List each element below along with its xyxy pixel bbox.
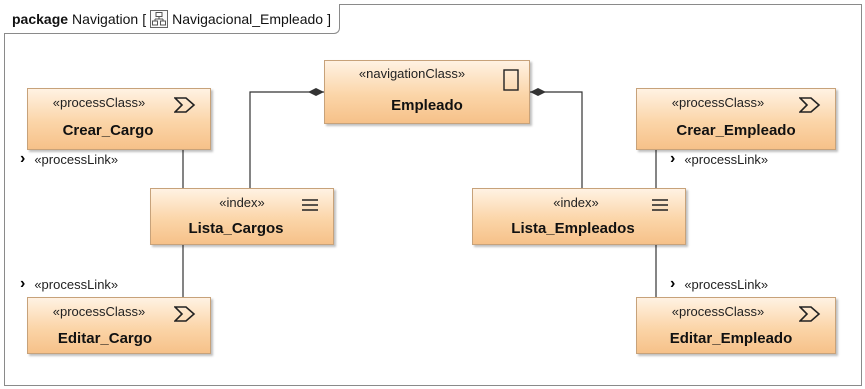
diagram-name: Navigacional_Empleado — [172, 10, 324, 27]
process-link-label: › «processLink» — [20, 275, 119, 292]
node-name: Lista_Empleados — [511, 220, 635, 237]
package-header: package Navigation [ Navigacional_Emplea… — [4, 4, 340, 34]
process-chevron-icon — [174, 97, 196, 113]
process-link-label: › «processLink» — [20, 150, 119, 167]
node-stereotype: «processClass» — [52, 304, 146, 319]
chevron-right-icon: › — [20, 275, 26, 292]
node-editar-empleado[interactable]: «processClass» Editar_Empleado — [636, 297, 836, 354]
node-crear-cargo[interactable]: «processClass» Crear_Cargo — [27, 88, 211, 150]
chevron-right-icon: › — [20, 150, 26, 167]
process-chevron-icon — [799, 306, 821, 322]
node-stereotype: «navigationClass» — [358, 66, 466, 81]
bracket-close: ] — [327, 10, 331, 27]
node-name: Editar_Empleado — [669, 330, 793, 347]
rectangle-icon — [503, 69, 519, 91]
chevron-right-icon: › — [670, 150, 676, 167]
package-name: Navigation — [72, 10, 139, 27]
process-chevron-icon — [799, 97, 821, 113]
index-list-icon — [652, 199, 668, 211]
node-stereotype: «index» — [219, 195, 265, 210]
node-name: Crear_Empleado — [676, 122, 796, 139]
chevron-right-icon: › — [670, 275, 676, 292]
node-name: Lista_Cargos — [188, 220, 284, 237]
node-name: Editar_Cargo — [57, 330, 153, 347]
composition-diamond-left — [308, 88, 324, 96]
package-keyword: package — [12, 10, 69, 27]
composition-edge-cargos — [249, 91, 324, 188]
process-link-label: › «processLink» — [670, 150, 769, 167]
index-list-icon — [302, 199, 318, 211]
process-link-label: › «processLink» — [670, 275, 769, 292]
node-stereotype: «processClass» — [52, 95, 146, 110]
node-stereotype: «processClass» — [671, 95, 765, 110]
bracket-open: [ — [142, 10, 147, 27]
class-diagram-icon — [150, 9, 169, 28]
process-chevron-icon — [174, 306, 196, 322]
node-crear-empleado[interactable]: «processClass» Crear_Empleado — [636, 88, 836, 150]
node-lista-empleados[interactable]: «index» Lista_Empleados — [472, 188, 686, 245]
node-name: Empleado — [391, 97, 463, 114]
composition-edge-empleados — [530, 91, 583, 188]
node-empleado[interactable]: «navigationClass» Empleado — [324, 60, 530, 124]
node-stereotype: «index» — [553, 195, 599, 210]
node-stereotype: «processClass» — [671, 304, 765, 319]
composition-diamond-right — [530, 88, 546, 96]
node-name: Crear_Cargo — [62, 122, 154, 139]
node-lista-cargos[interactable]: «index» Lista_Cargos — [150, 188, 334, 245]
node-editar-cargo[interactable]: «processClass» Editar_Cargo — [27, 297, 211, 354]
